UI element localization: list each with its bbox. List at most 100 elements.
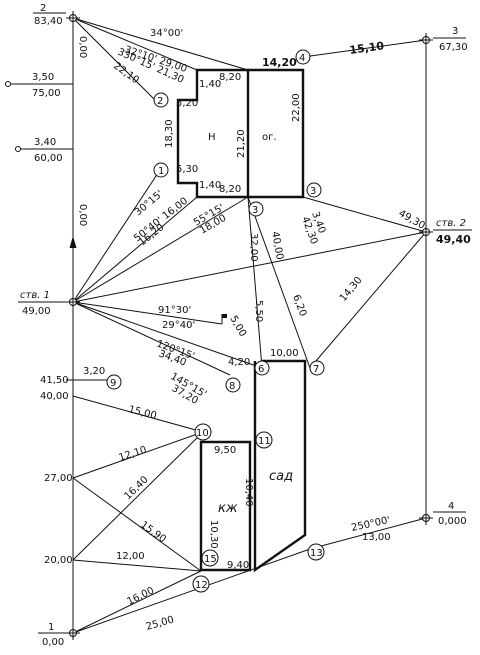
measure-m7: 15,10 bbox=[349, 39, 386, 57]
station-3-val: 67,30 bbox=[439, 42, 468, 53]
station-stv2-val: 49,40 bbox=[436, 233, 471, 246]
point-3-left: 3 bbox=[248, 201, 264, 217]
measure-m40: 3,20 bbox=[83, 366, 105, 377]
svg-text:1: 1 bbox=[158, 166, 164, 177]
measure-m41: 15,00 bbox=[127, 404, 157, 422]
svg-text:7: 7 bbox=[313, 364, 319, 375]
station-1-val: 0,00 bbox=[42, 637, 64, 648]
ordinate-27-00: 27,00 bbox=[44, 473, 73, 484]
rays-station-2 bbox=[72, 17, 249, 101]
point-10: 10 bbox=[194, 423, 212, 441]
main-line-start-label: 0,00 bbox=[77, 36, 88, 58]
measure-m49: 9,40 bbox=[227, 560, 249, 571]
direction-arrow-icon bbox=[69, 236, 77, 248]
svg-text:15: 15 bbox=[204, 554, 217, 565]
point-2: 2 bbox=[153, 92, 169, 108]
station-stv2-name: ств. 2 bbox=[436, 218, 466, 229]
line-3b-stv2 bbox=[302, 196, 427, 233]
measure-m31: 91°30' bbox=[158, 305, 191, 316]
station-2-symbol bbox=[66, 11, 80, 25]
measure-m37: 10,00 bbox=[270, 348, 299, 359]
station-1-num: 1 bbox=[48, 622, 54, 633]
measure-m1: 34°00' bbox=[150, 28, 183, 39]
point-4: 4 bbox=[295, 49, 311, 65]
station-stv1-name: ств. 1 bbox=[20, 290, 50, 301]
og-label: ог. bbox=[262, 132, 277, 143]
garden-outline bbox=[253, 359, 307, 573]
point-11: 11 bbox=[255, 431, 273, 449]
point-8: 8 bbox=[225, 377, 241, 393]
measure-m33: 5,00 bbox=[227, 314, 248, 339]
svg-text:75,00: 75,00 bbox=[32, 88, 61, 99]
line-7-stv2 bbox=[309, 231, 427, 369]
measure-m51: 13,00 bbox=[362, 532, 391, 543]
svg-text:8: 8 bbox=[229, 381, 235, 392]
measure-m26: 32,00 bbox=[248, 233, 259, 262]
svg-text:4: 4 bbox=[299, 53, 305, 64]
svg-text:13: 13 bbox=[310, 548, 323, 559]
measure-m32: 29°40' bbox=[162, 320, 195, 331]
measure-m15: 1,40 bbox=[199, 180, 221, 191]
point-6: 6 bbox=[254, 360, 270, 376]
point-3-right: 3 bbox=[306, 182, 322, 198]
point-15: 15 bbox=[201, 549, 219, 567]
svg-text:60,00: 60,00 bbox=[34, 153, 63, 164]
line-3-6 bbox=[247, 196, 263, 369]
point-7: 7 bbox=[309, 360, 325, 376]
kzh-outline bbox=[199, 440, 252, 572]
station-1-symbol bbox=[66, 626, 80, 640]
station-stv2-symbol bbox=[419, 225, 433, 239]
measure-m52: 16,00 bbox=[125, 585, 156, 607]
measure-m29: 6,20 bbox=[290, 293, 308, 318]
og-outline bbox=[248, 68, 305, 199]
svg-text:3: 3 bbox=[252, 205, 258, 216]
kzh-label: кж bbox=[218, 501, 238, 516]
line-4-3 bbox=[302, 39, 427, 58]
station-stv1-val: 49,00 bbox=[22, 306, 51, 317]
rays-lower bbox=[72, 379, 427, 634]
svg-text:11: 11 bbox=[258, 436, 271, 447]
garden-label: сад bbox=[269, 469, 293, 484]
measure-m11: 18,30 bbox=[164, 119, 175, 148]
measure-m10: 5,20 bbox=[176, 98, 198, 109]
house-outline bbox=[176, 68, 250, 199]
left-mark-2: 3,40 60,00 bbox=[15, 137, 73, 164]
measure-m16: 8,20 bbox=[219, 184, 241, 195]
left-mark-1: 3,50 75,00 bbox=[5, 72, 73, 99]
station-4-val: 0,000 bbox=[438, 516, 467, 527]
measure-m42: 12,10 bbox=[118, 445, 149, 464]
point-1: 1 bbox=[153, 162, 169, 178]
measure-m46: 10,40 bbox=[243, 478, 254, 507]
measure-m14: 5,30 bbox=[176, 164, 198, 175]
measure-m6: 14,20 bbox=[262, 56, 297, 69]
main-line-start-label-2: 0,00 bbox=[77, 204, 88, 226]
station-4-num: 4 bbox=[448, 501, 454, 512]
ordinate-40-00: 40,00 bbox=[40, 391, 69, 402]
measure-m53: 25,00 bbox=[145, 614, 176, 632]
measure-m12: 21,20 bbox=[236, 129, 247, 158]
measure-m30: 14,30 bbox=[338, 275, 365, 304]
svg-text:12: 12 bbox=[195, 580, 208, 591]
measure-m9: 8,20 bbox=[219, 72, 241, 83]
station-4-symbol bbox=[419, 511, 433, 525]
svg-text:3,40: 3,40 bbox=[34, 137, 56, 148]
measure-m48: 12,00 bbox=[116, 551, 145, 562]
svg-text:6: 6 bbox=[258, 364, 264, 375]
station-stv1-symbol bbox=[66, 295, 80, 309]
svg-text:10: 10 bbox=[196, 428, 209, 439]
house-label: Н bbox=[208, 132, 216, 143]
line-3-13 bbox=[247, 196, 311, 369]
measure-m44: 9,50 bbox=[214, 445, 236, 456]
ordinate-41-50: 41,50 bbox=[40, 375, 69, 386]
measure-m27: 40,00 bbox=[269, 231, 285, 261]
measure-m45: 10,30 bbox=[208, 520, 219, 549]
rays-station-stv1 bbox=[72, 169, 427, 376]
svg-text:3,50: 3,50 bbox=[32, 72, 54, 83]
point-9: 9 bbox=[106, 374, 122, 390]
ordinate-20-00: 20,00 bbox=[44, 555, 73, 566]
measure-m47: 15,90 bbox=[138, 520, 168, 546]
station-3-symbol bbox=[419, 33, 433, 47]
measure-m28: 5,50 bbox=[253, 300, 264, 322]
station-2-val: 83,40 bbox=[34, 16, 63, 27]
